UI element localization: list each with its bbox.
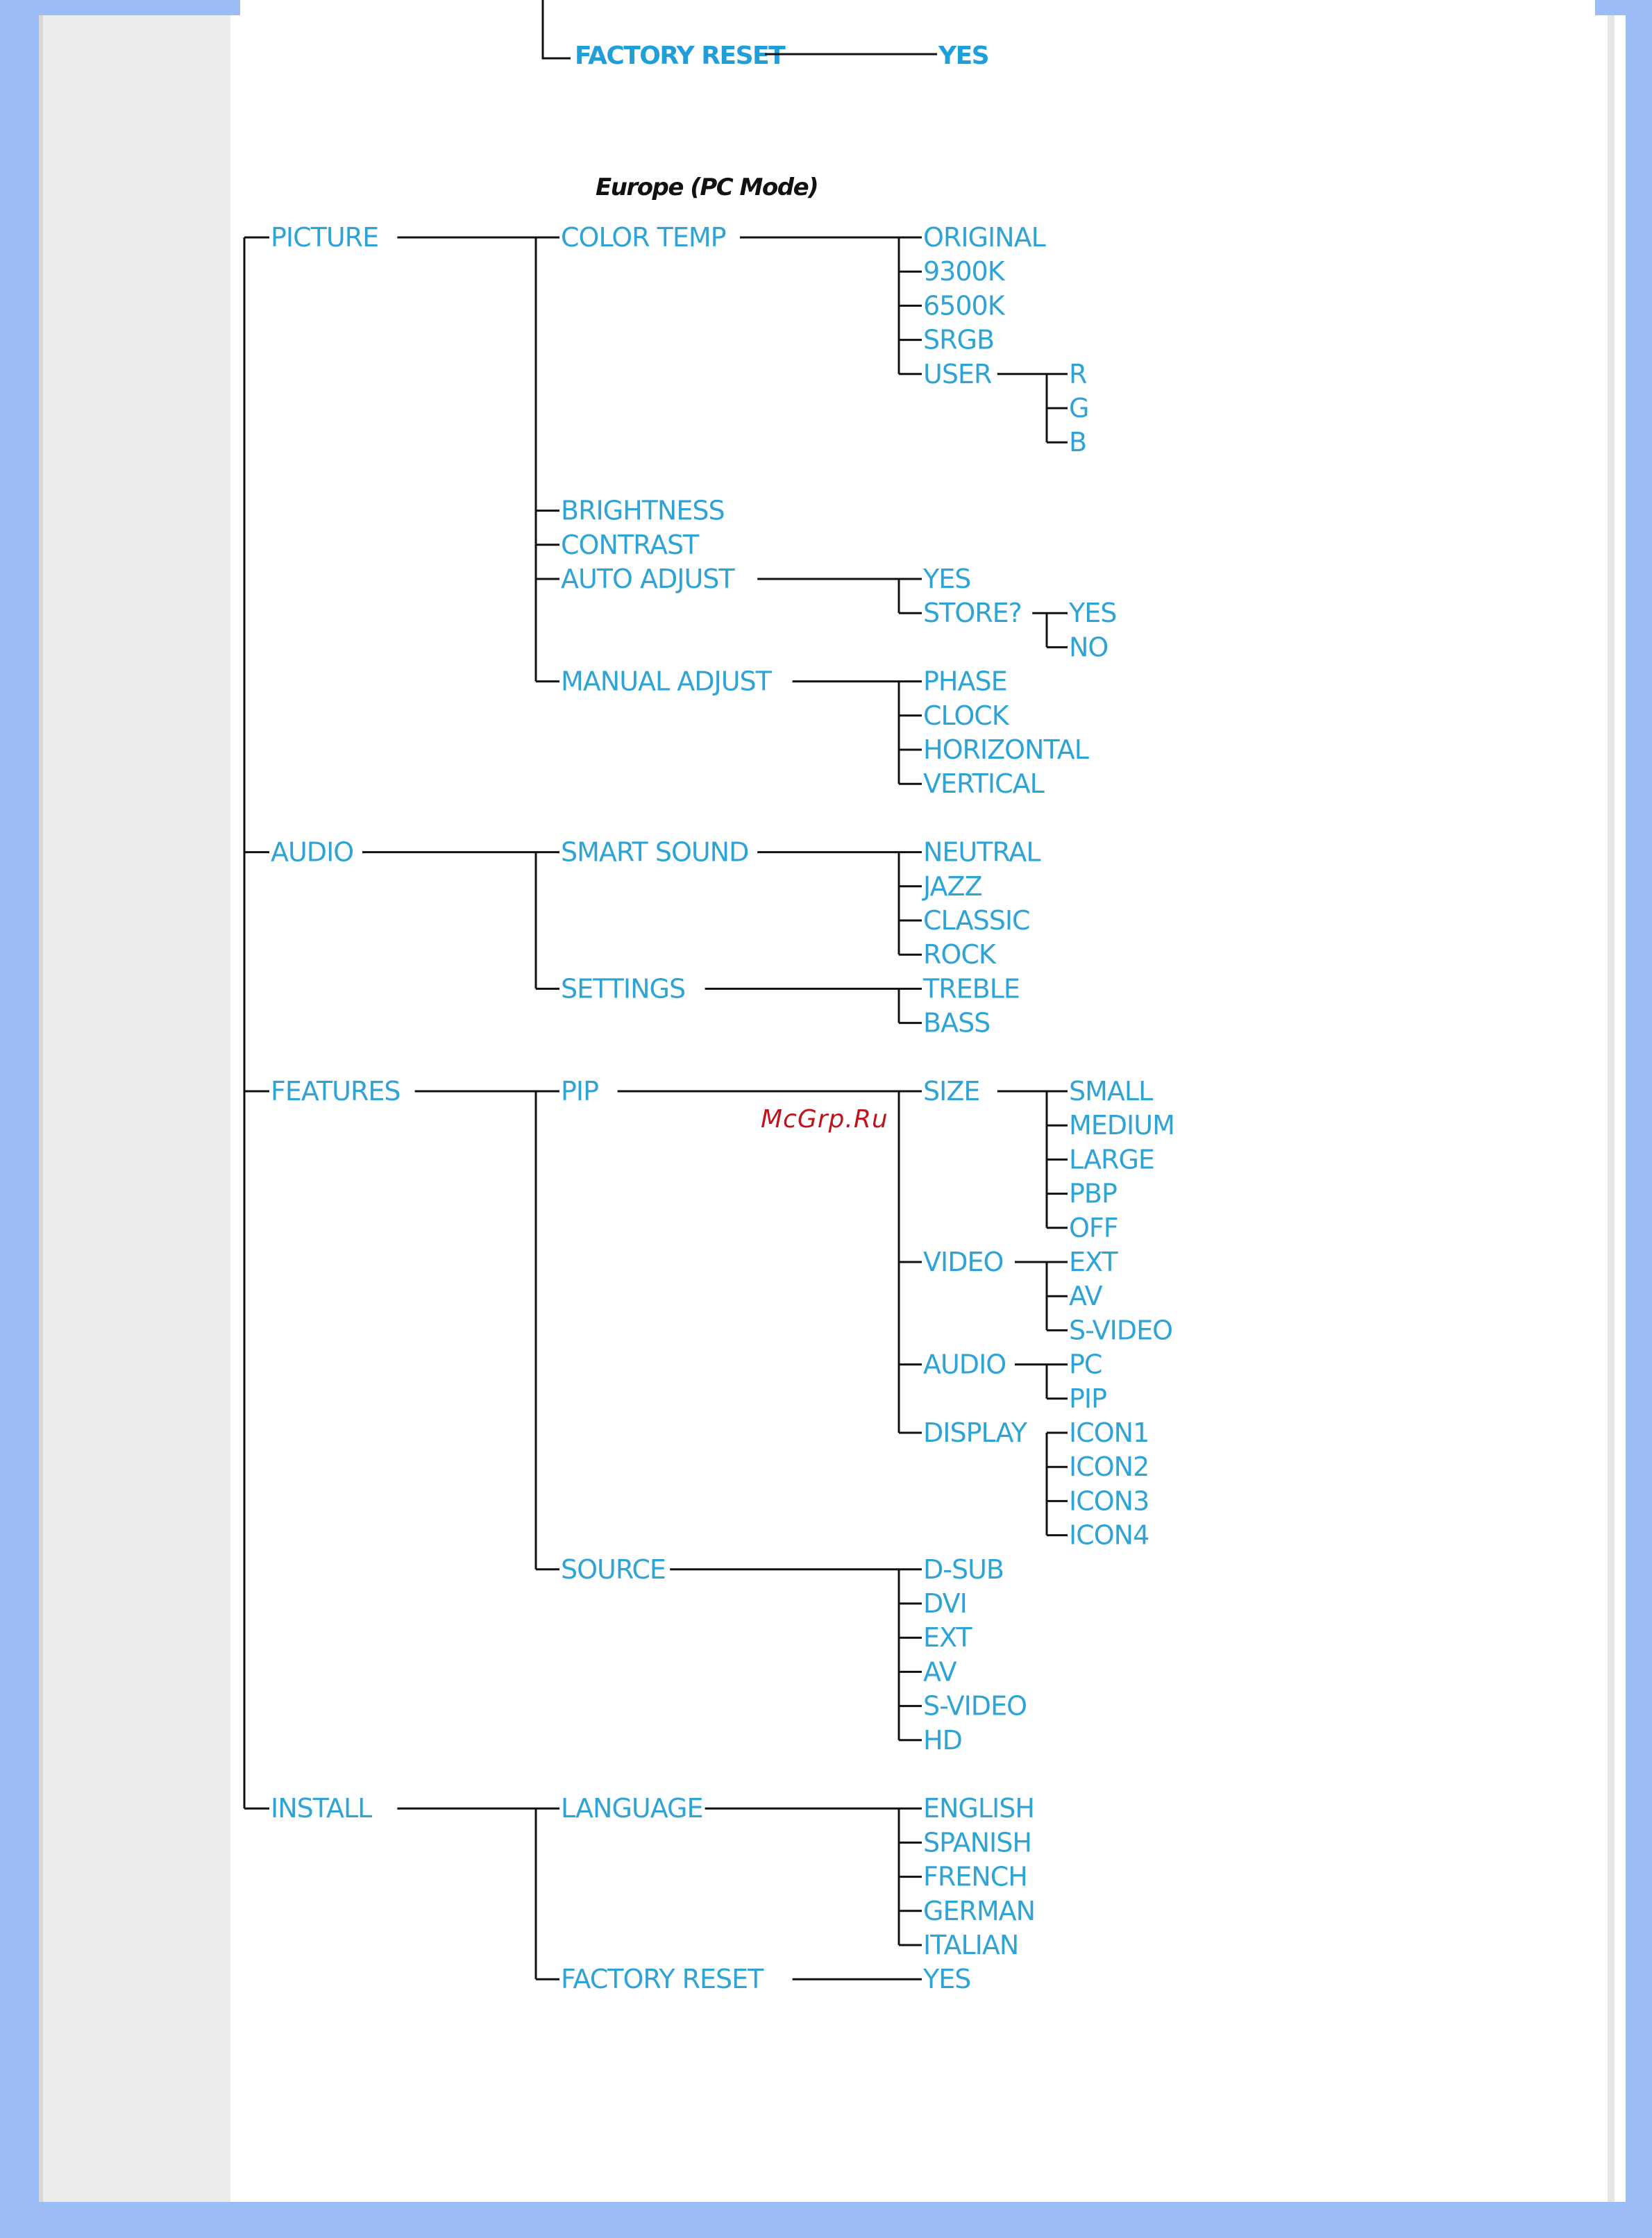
menu-item-dvi: DVI <box>923 1588 967 1619</box>
menu-item-picture: PICTURE <box>271 222 378 253</box>
menu-item-large: LARGE <box>1069 1144 1154 1175</box>
menu-item-small: SMALL <box>1069 1076 1153 1107</box>
menu-item-phase: PHASE <box>923 666 1007 697</box>
menu-item-icon1: ICON1 <box>1069 1417 1149 1448</box>
menu-item-6500k: 6500K <box>923 290 1006 321</box>
menu-item-display: DISPLAY <box>923 1417 1028 1448</box>
menu-item-manual-adjust: MANUAL ADJUST <box>561 666 773 697</box>
menu-item-pc: PC <box>1069 1349 1102 1380</box>
menu-item-smart-sound: SMART SOUND <box>561 837 748 868</box>
menu-item-icon3: ICON3 <box>1069 1486 1149 1516</box>
menu-item-french: FRENCH <box>923 1862 1027 1892</box>
watermark: McGrp.Ru <box>761 1105 888 1134</box>
menu-item-user: USER <box>923 359 992 389</box>
menu-item-video: VIDEO <box>923 1247 1003 1277</box>
menu-item-treble: TREBLE <box>922 973 1020 1004</box>
menu-item-d-sub: D-SUB <box>923 1554 1004 1585</box>
menu-item-g: G <box>1069 393 1088 423</box>
menu-item-av: AV <box>1069 1281 1103 1311</box>
menu-item-german: GERMAN <box>923 1896 1035 1926</box>
menu-item-medium: MEDIUM <box>1069 1110 1174 1141</box>
menu-item-ext: EXT <box>1069 1247 1118 1277</box>
menu-item-neutral: NEUTRAL <box>923 837 1040 868</box>
right-border <box>1608 15 1615 2202</box>
menu-item-italian: ITALIAN <box>923 1930 1018 1960</box>
menu-item-contrast: CONTRAST <box>561 530 700 560</box>
menu-item-factory-reset: FACTORY RESET <box>561 1964 764 1994</box>
menu-item-av: AV <box>923 1656 957 1687</box>
left-border <box>39 15 43 2202</box>
menu-item-english: ENGLISH <box>923 1793 1034 1824</box>
menu-item-clock: CLOCK <box>923 700 1010 731</box>
menu-item-hd: HD <box>923 1725 962 1756</box>
menu-item-yes: YES <box>1068 598 1116 628</box>
menu-item-audio: AUDIO <box>923 1349 1006 1380</box>
menu-item-rock: ROCK <box>923 939 997 970</box>
menu-item-pip: PIP <box>1069 1383 1106 1414</box>
menu-item-yes: YES <box>922 564 970 594</box>
top-fragment-factory-reset-label: FACTORY RESET <box>575 42 786 70</box>
menu-item-store: STORE? <box>923 598 1022 628</box>
menu-item-s-video: S-VIDEO <box>923 1691 1027 1722</box>
top-fragment: FACTORY RESET YES <box>541 0 990 70</box>
right-scroll-stripe <box>1615 15 1626 2202</box>
menu-item-pip: PIP <box>561 1076 598 1107</box>
top-fragment-connector <box>541 0 571 60</box>
menu-item-auto-adjust: AUTO ADJUST <box>561 564 735 594</box>
menu-item-jazz: JAZZ <box>922 871 982 902</box>
menu-item-original: ORIGINAL <box>923 222 1046 253</box>
left-sidebar-panel <box>43 15 230 2202</box>
menu-item-vertical: VERTICAL <box>923 768 1045 799</box>
menu-item-r: R <box>1069 359 1087 389</box>
diagram-title: Europe (PC Mode) <box>596 174 818 201</box>
menu-item-pbp: PBP <box>1069 1179 1117 1209</box>
menu-item-features: FEATURES <box>271 1076 400 1107</box>
top-fragment-yes-label: YES <box>938 42 988 70</box>
menu-item-icon2: ICON2 <box>1069 1452 1149 1482</box>
menu-item-spanish: SPANISH <box>923 1827 1031 1858</box>
menu-item-size: SIZE <box>923 1076 979 1107</box>
menu-item-ext: EXT <box>923 1622 972 1653</box>
menu-item-audio: AUDIO <box>271 837 353 868</box>
menu-item-language: LANGUAGE <box>561 1793 703 1824</box>
tree-connectors <box>243 236 1068 1980</box>
menu-item-no: NO <box>1069 632 1108 662</box>
menu-item-srgb: SRGB <box>923 325 994 355</box>
menu-item-horizontal: HORIZONTAL <box>923 734 1089 765</box>
menu-item-9300k: 9300K <box>923 256 1006 287</box>
menu-item-install: INSTALL <box>271 1793 372 1824</box>
menu-item-off: OFF <box>1069 1213 1118 1243</box>
menu-item-icon4: ICON4 <box>1069 1520 1149 1551</box>
menu-item-bass: BASS <box>923 1008 990 1038</box>
menu-item-yes: YES <box>922 1964 970 1994</box>
menu-item-source: SOURCE <box>561 1554 666 1585</box>
menu-item-classic: CLASSIC <box>923 905 1030 936</box>
menu-item-settings: SETTINGS <box>561 973 685 1004</box>
menu-item-b: B <box>1069 427 1086 457</box>
menu-item-s-video: S-VIDEO <box>1069 1315 1172 1345</box>
menu-item-brightness: BRIGHTNESS <box>561 496 725 526</box>
menu-item-color-temp: COLOR TEMP <box>561 222 726 253</box>
document-page <box>230 15 1608 2202</box>
top-page-strip <box>240 0 1595 15</box>
